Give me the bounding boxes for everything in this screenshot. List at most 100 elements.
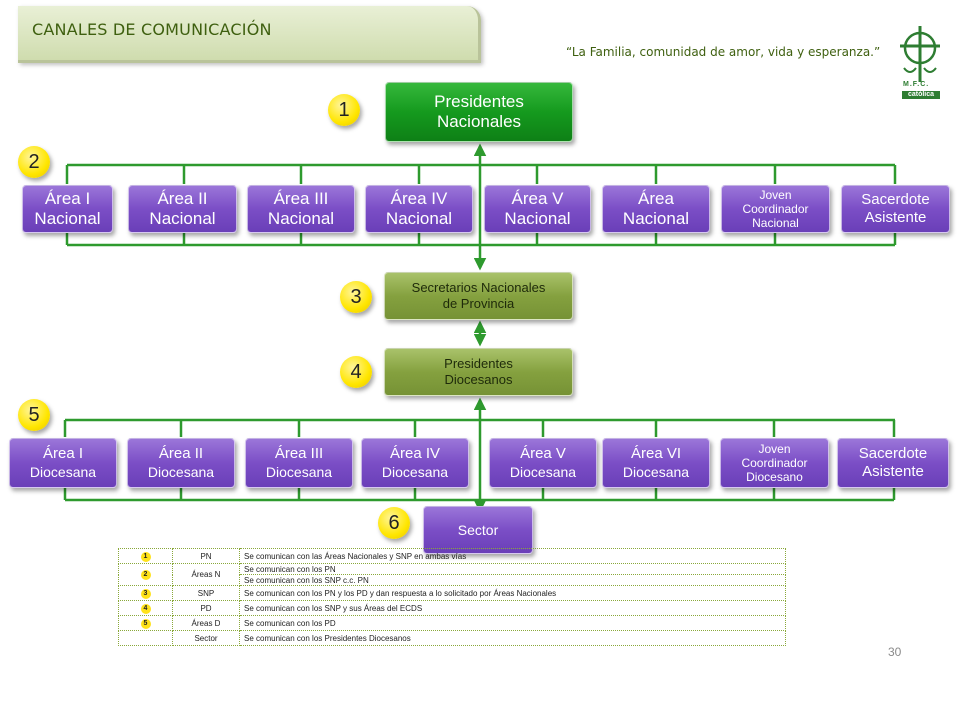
legend-number-badge: 3 — [140, 588, 151, 599]
box-line: Nacional — [149, 209, 216, 228]
page-number: 30 — [888, 645, 902, 659]
legend-desc: Se comunican con los SNP y sus Áreas del… — [239, 600, 786, 616]
area-diocesana-4: Área IV Diocesana — [361, 438, 469, 488]
presidentes-nacionales-box: Presidentes Nacionales — [385, 82, 573, 142]
legend-row: 1 PN Se comunican con las Áreas Nacional… — [118, 548, 786, 564]
legend-code: PN — [172, 548, 240, 564]
legend-code: Áreas D — [172, 615, 240, 631]
legend-code: PD — [172, 600, 240, 616]
box-line: Área VI — [630, 445, 682, 462]
box-line: Área I — [42, 445, 84, 462]
legend-row: 2 Áreas N Se comunican con los PN — [118, 563, 786, 586]
box-line: Diocesana — [622, 464, 690, 480]
box-line: Joven — [759, 188, 792, 202]
box-line: de Provincia — [442, 296, 515, 311]
box-line: Sacerdote — [858, 445, 928, 462]
box-line: Área III — [274, 445, 324, 462]
legend-number-badge: 2 — [140, 570, 151, 580]
header-tab — [18, 6, 481, 63]
box-line: Presidentes — [434, 92, 524, 111]
legend-code: Sector — [172, 630, 240, 646]
logo-badge: católica — [902, 91, 940, 99]
step-5-badge: 5 — [18, 399, 50, 431]
box-line: Nacional — [267, 209, 335, 228]
box-line: Nacional — [622, 209, 690, 228]
box-line: Área II — [157, 189, 208, 208]
box-line: Nacionales — [436, 112, 522, 131]
box-line: Diocesana — [147, 464, 215, 480]
area-diocesana-1: Área I Diocesana — [9, 438, 117, 488]
legend-desc: Se comunican con los PN — [239, 563, 786, 575]
sacerdote-asistente-diocesano: Sacerdote Asistente — [837, 438, 949, 488]
legend-row: 4 PD Se comunican con los SNP y sus Área… — [118, 600, 786, 616]
legend-code: SNP — [172, 585, 240, 601]
box-line: Asistente — [864, 209, 927, 226]
step-6-badge: 6 — [378, 507, 410, 539]
step-4-badge: 4 — [340, 356, 372, 388]
box-line: Nacional — [34, 209, 101, 228]
area-nacional-5: Área V Nacional — [484, 185, 591, 233]
box-line: Asistente — [862, 463, 924, 480]
area-diocesana-3: Área III Diocesana — [245, 438, 353, 488]
box-line: Joven — [758, 442, 791, 456]
box-line: Diocesana — [265, 464, 333, 480]
legend-desc: Se comunican con los PD — [239, 615, 786, 631]
box-line: Área — [638, 189, 674, 208]
secretarios-nacionales-box: Secretarios Nacionales de Provincia — [384, 272, 573, 320]
page-title: CANALES DE COMUNICACIÓN — [32, 20, 272, 39]
box-line: Área I — [44, 189, 91, 208]
box-line: Área III — [273, 189, 329, 208]
area-nacional-3: Área III Nacional — [247, 185, 355, 233]
box-line: Coordinador — [741, 456, 808, 470]
area-nacional-4: Área IV Nacional — [365, 185, 473, 233]
area-diocesana-2: Área II Diocesana — [127, 438, 235, 488]
legend-desc: Se comunican con los PN y los PD y dan r… — [239, 585, 786, 601]
logo-letters: M.F.C. — [903, 81, 930, 88]
step-3-badge: 3 — [340, 281, 372, 313]
box-line: Secretarios Nacionales — [411, 280, 546, 295]
box-line: Diocesanos — [444, 372, 513, 387]
slogan: “La Familia, comunidad de amor, vida y e… — [566, 45, 881, 59]
legend-desc: Se comunican con las Áreas Nacionales y … — [239, 548, 786, 564]
legend-code: Áreas N — [172, 563, 240, 586]
legend-row: 3 SNP Se comunican con los PN y los PD y… — [118, 585, 786, 601]
joven-coordinador-diocesano: Joven Coordinador Diocesano — [720, 438, 829, 488]
sacerdote-asistente-nacional: Sacerdote Asistente — [841, 185, 950, 233]
legend-number-badge: 4 — [140, 603, 151, 614]
presidentes-diocesanos-box: Presidentes Diocesanos — [384, 348, 573, 396]
area-nacional-1: Área I Nacional — [22, 185, 113, 233]
box-line: Área II — [158, 445, 204, 462]
legend-number-badge: 1 — [140, 551, 151, 562]
legend-number-empty — [118, 630, 173, 646]
sector-box: Sector — [423, 506, 533, 554]
box-line: Área IV — [390, 189, 448, 208]
legend-table: 1 PN Se comunican con las Áreas Nacional… — [118, 548, 786, 646]
box-line: Área V — [520, 445, 566, 462]
box-line: Presidentes — [444, 356, 513, 371]
area-nacional-2: Área II Nacional — [128, 185, 237, 233]
box-line: Nacional — [504, 209, 571, 228]
box-line: Diocesano — [746, 470, 803, 484]
box-line: Coordinador — [742, 202, 809, 216]
mfc-logo — [900, 26, 940, 82]
legend-desc: Se comunican con los Presidentes Diocesa… — [239, 630, 786, 646]
step-1-badge: 1 — [328, 94, 360, 126]
legend-row: Sector Se comunican con los Presidentes … — [118, 630, 786, 646]
box-line: Nacional — [752, 216, 799, 230]
box-line: Área IV — [389, 445, 441, 462]
joven-coordinador-nacional: Joven Coordinador Nacional — [721, 185, 830, 233]
area-diocesana-5: Área V Diocesana — [489, 438, 597, 488]
box-line: Sacerdote — [861, 191, 930, 208]
legend-desc: Se comunican con los SNP c.c. PN — [239, 574, 786, 586]
box-line: Diocesana — [381, 464, 449, 480]
box-line: Diocesana — [29, 464, 97, 480]
box-line: Diocesana — [509, 464, 577, 480]
legend-number-badge: 5 — [140, 618, 151, 629]
legend-row: 5 Áreas D Se comunican con los PD — [118, 615, 786, 631]
area-nacional-6: Área Nacional — [602, 185, 710, 233]
box-line: Nacional — [385, 209, 453, 228]
step-2-badge: 2 — [18, 146, 50, 178]
area-diocesana-6: Área VI Diocesana — [602, 438, 710, 488]
box-line: Sector — [457, 522, 499, 538]
